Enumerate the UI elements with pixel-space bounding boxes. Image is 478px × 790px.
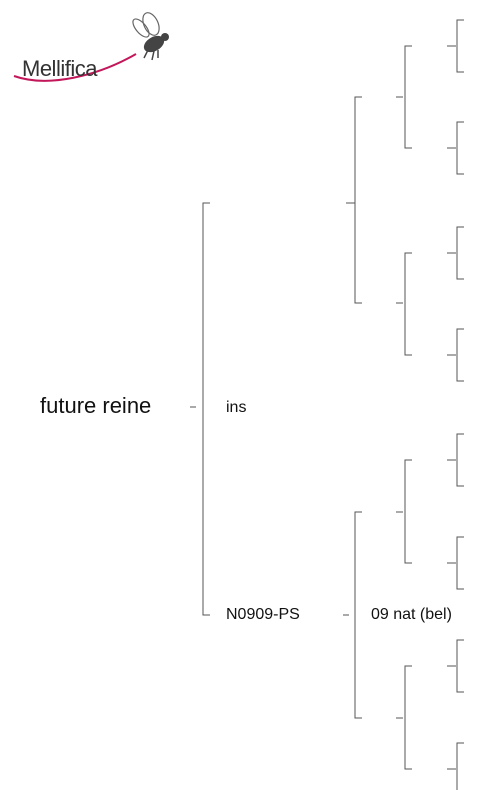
bee-icon bbox=[13, 12, 169, 82]
logo: Mellifica bbox=[8, 6, 178, 90]
bracket-gen2-top bbox=[354, 96, 362, 304]
brand-name: Mellifica bbox=[22, 56, 97, 81]
root-individual: future reine bbox=[40, 393, 152, 418]
bracket-gen1 bbox=[202, 202, 210, 616]
mother-label: ins bbox=[226, 399, 247, 416]
bracket-gen2-bottom bbox=[354, 511, 362, 719]
father-mother-label: 09 nat (bel) bbox=[371, 606, 452, 623]
father-label: N0909-PS bbox=[226, 606, 300, 623]
